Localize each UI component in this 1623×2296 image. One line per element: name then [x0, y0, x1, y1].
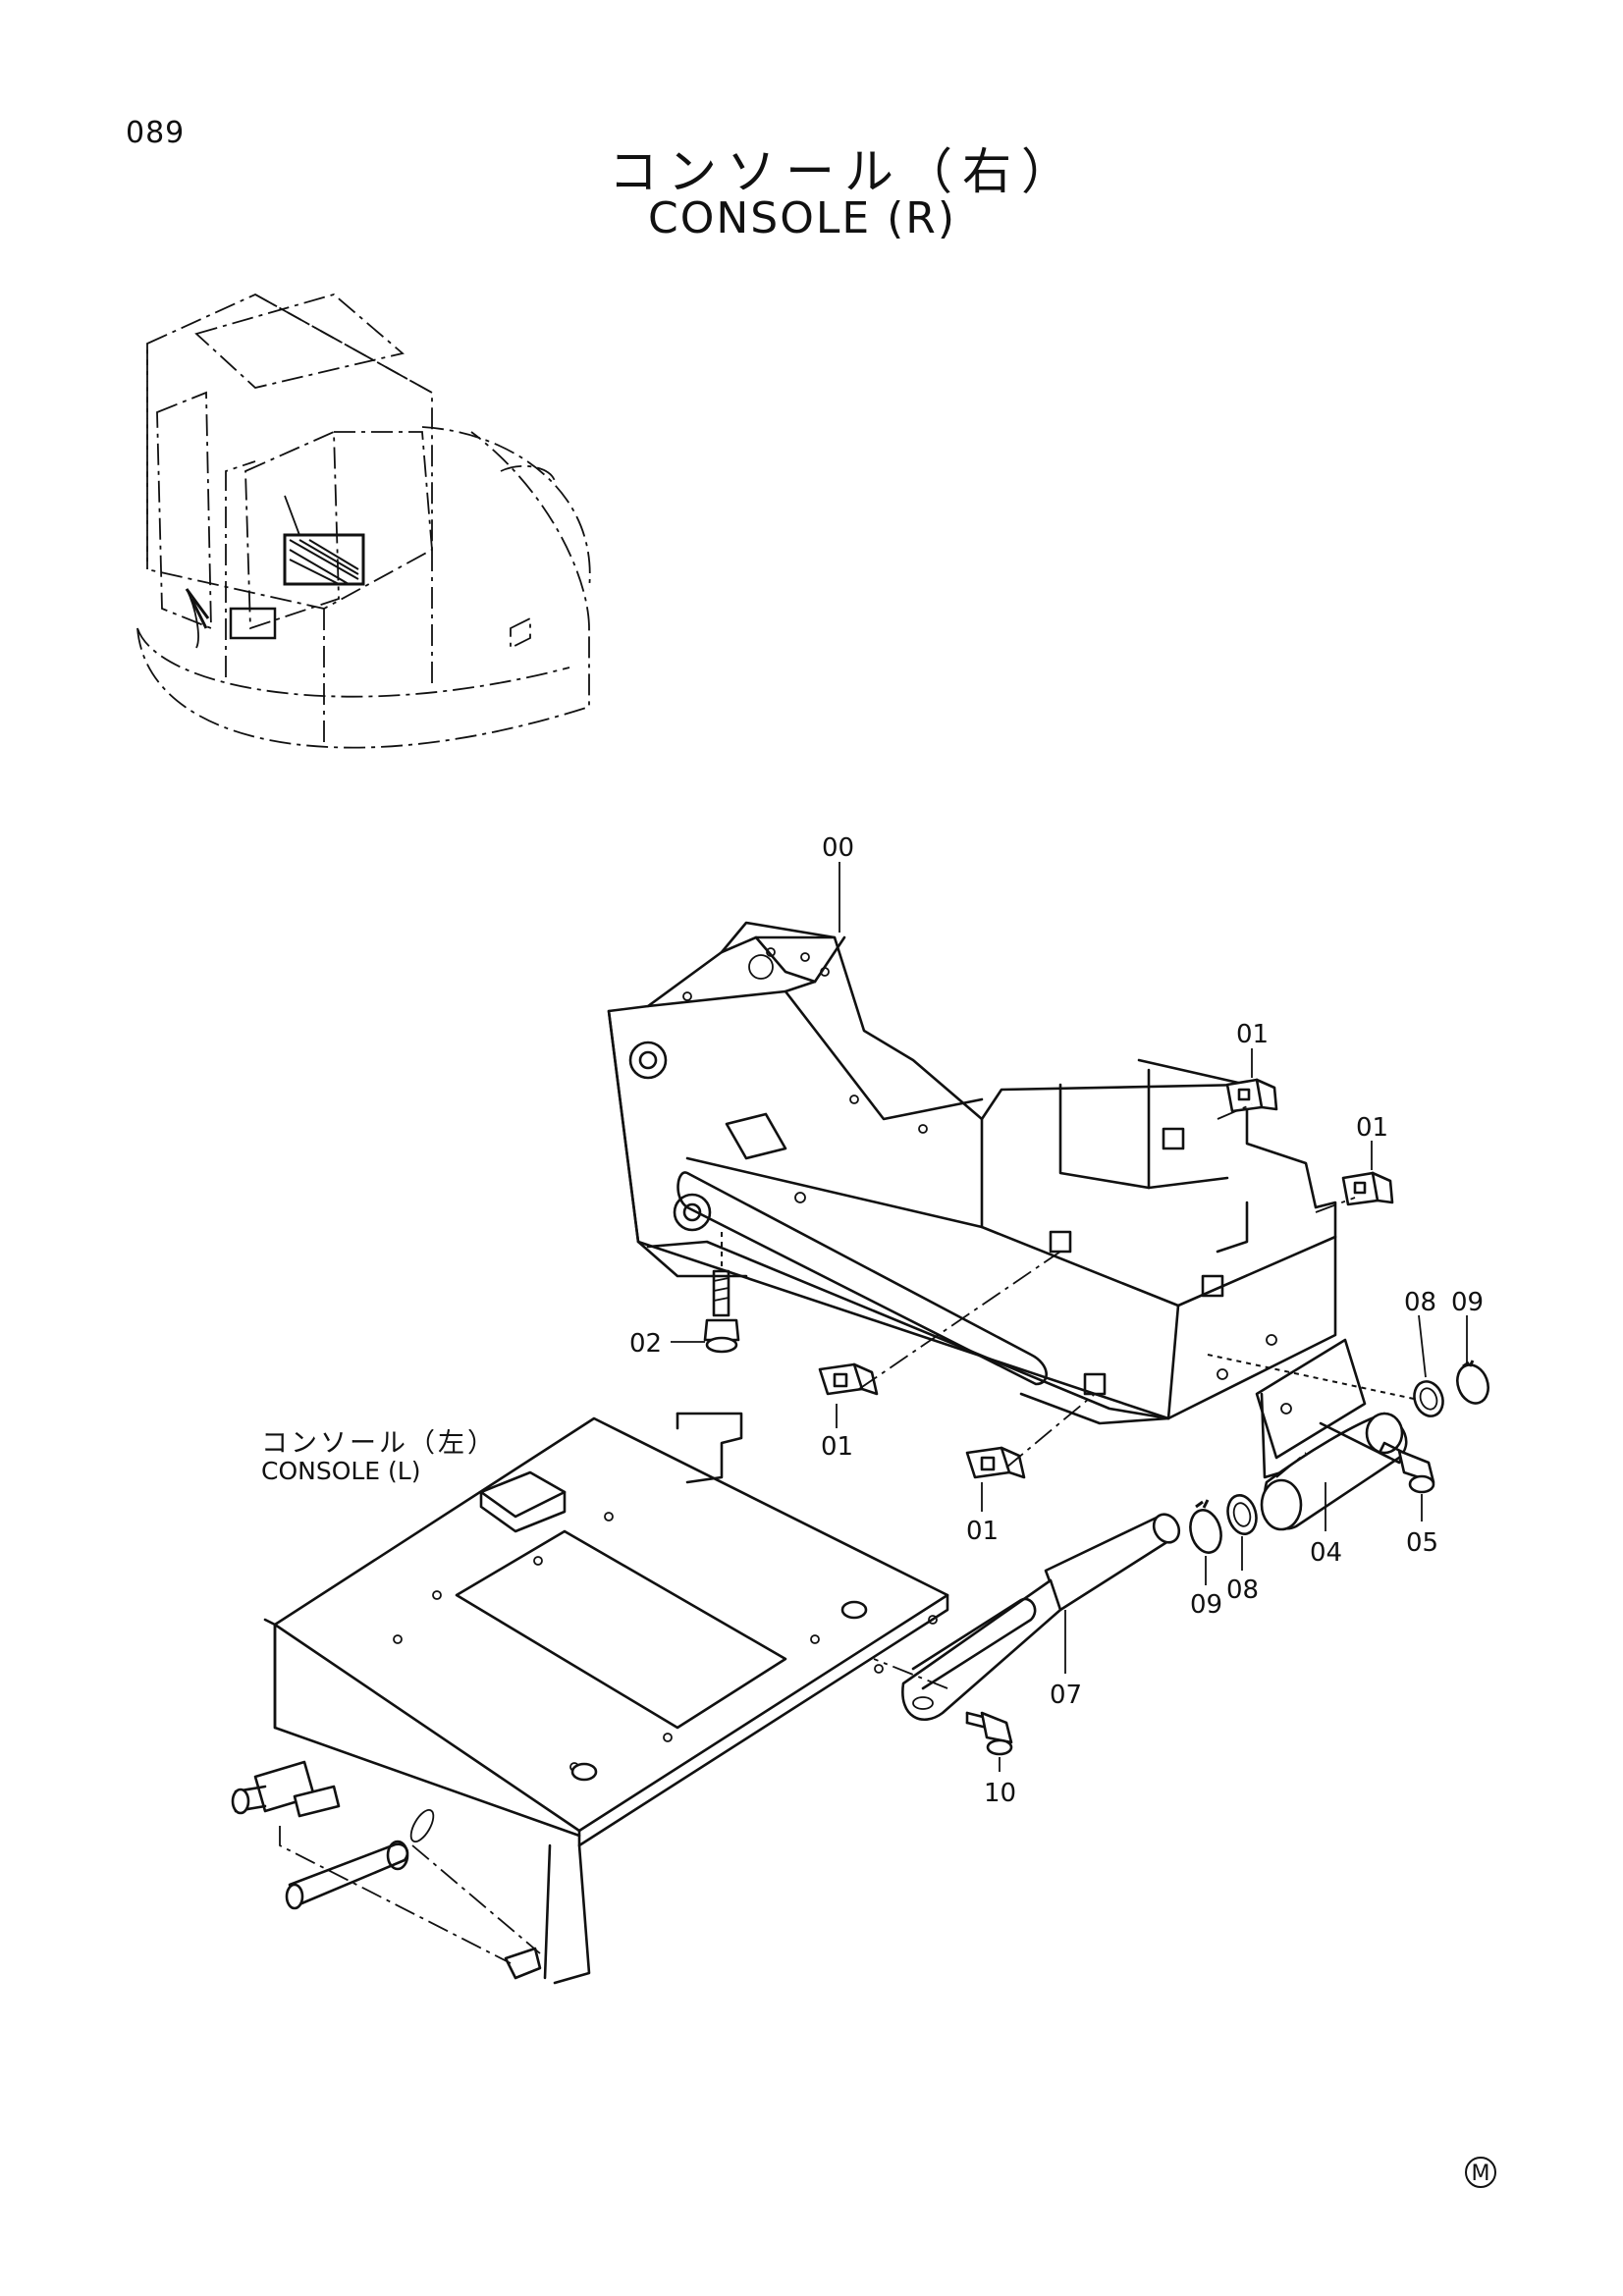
callout-10: 10 [984, 1779, 1016, 1808]
cap-01-b [965, 1446, 1026, 1479]
washer-08-upper [1413, 1380, 1444, 1417]
bracket-04 [1255, 1338, 1408, 1531]
console-l-label-japanese: コンソール（左） [261, 1428, 497, 1459]
circled-m-mark: M [1465, 2157, 1496, 2188]
callout-09-upper: 09 [1451, 1288, 1484, 1317]
callout-04: 04 [1310, 1538, 1342, 1568]
cap-01-c [1225, 1078, 1278, 1113]
rod-07 [901, 1513, 1181, 1722]
snap-ring-09-lower [1189, 1499, 1222, 1554]
console-l-label-english: CONSOLE (L) [261, 1457, 421, 1485]
callout-08-lower: 08 [1226, 1575, 1259, 1605]
page-number: 089 [126, 116, 186, 150]
cap-01-d [1341, 1171, 1394, 1206]
callout-05: 05 [1406, 1528, 1438, 1558]
console-r-housing [607, 921, 1337, 1425]
mark-letter: M [1472, 2162, 1490, 2186]
console-l-reference [231, 1412, 949, 1985]
callout-01-b: 01 [966, 1517, 999, 1546]
callout-09-lower: 09 [1190, 1590, 1222, 1620]
callout-01-d: 01 [1356, 1113, 1388, 1143]
callout-00: 00 [822, 833, 854, 863]
callout-08-upper: 08 [1404, 1288, 1436, 1317]
washer-08-lower [1226, 1494, 1258, 1535]
bolt-02 [703, 1232, 740, 1354]
title-english: CONSOLE (R) [648, 193, 957, 243]
callout-01-a: 01 [821, 1432, 853, 1462]
title-japanese: コンソール（右） [609, 143, 1080, 200]
cap-01-a [818, 1362, 879, 1396]
callout-01-c: 01 [1236, 1020, 1269, 1049]
callout-leaders [671, 862, 1468, 1772]
callout-07: 07 [1050, 1681, 1082, 1710]
bolt-10 [965, 1711, 1013, 1756]
bolt-05 [1319, 1421, 1435, 1494]
callout-02: 02 [629, 1329, 662, 1359]
machine-overview-illustration [136, 293, 591, 749]
callout-numbers: 00 01 01 01 01 02 04 05 07 08 08 09 09 1… [629, 833, 1484, 1808]
snap-ring-09-upper [1456, 1360, 1489, 1405]
